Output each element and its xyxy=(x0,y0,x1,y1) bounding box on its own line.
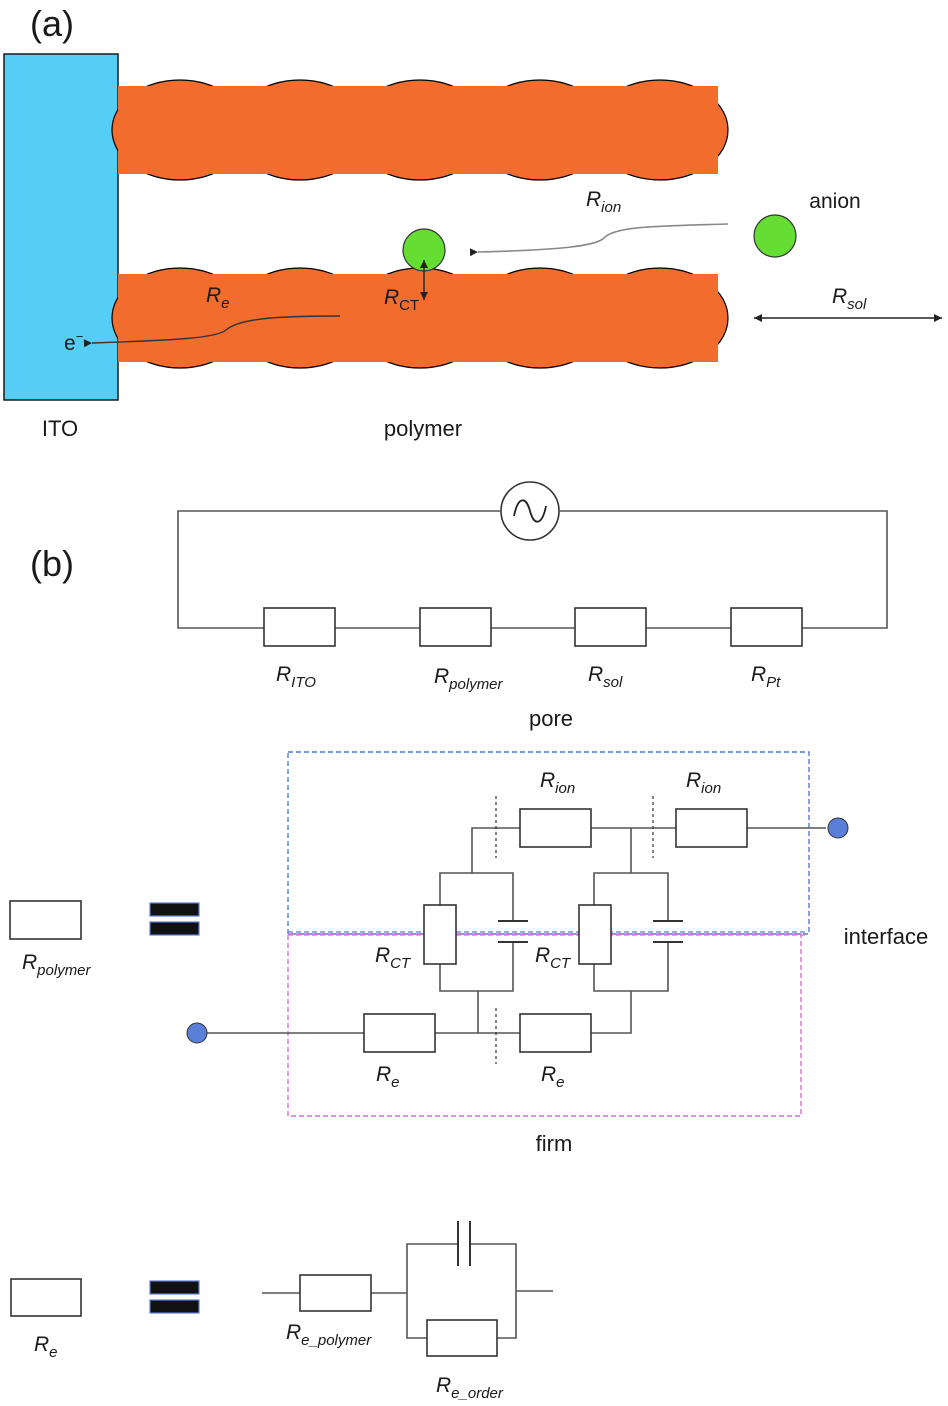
ion-label-1: Rion xyxy=(540,769,575,797)
wire xyxy=(177,510,500,629)
wire xyxy=(593,872,669,920)
resistor-r-ct xyxy=(423,904,457,965)
ct-label-1: RCT xyxy=(375,944,412,972)
equals-icon xyxy=(149,921,200,936)
anion-particle xyxy=(753,214,797,258)
re-def-label: Re xyxy=(34,1333,58,1361)
ito-electrode xyxy=(3,53,119,401)
resistor-r-ion xyxy=(675,808,748,848)
polymer-chain-upper xyxy=(111,79,729,181)
resistor-r-e xyxy=(363,1013,436,1053)
series-label-r-ito: RITO xyxy=(276,663,316,691)
panel-a-label: (a) xyxy=(30,3,74,44)
e-label-1: Re xyxy=(376,1063,400,1091)
ct-label-2: RCT xyxy=(535,944,572,972)
resistor-r-polymer xyxy=(419,607,492,647)
re-def-resistor xyxy=(10,1278,82,1317)
resistor-r-e xyxy=(519,1013,592,1053)
resistor-r-ito xyxy=(263,607,336,647)
equals-icon xyxy=(149,902,200,917)
wire xyxy=(560,510,888,629)
resistor-r-sol xyxy=(574,607,647,647)
resistor-r-ion xyxy=(519,808,592,848)
polymer-fill xyxy=(118,86,718,174)
re-order-label: Re_order xyxy=(436,1374,504,1402)
resistor-re-order xyxy=(426,1319,498,1357)
e-label-2: Re xyxy=(541,1063,565,1091)
wire xyxy=(591,991,632,1034)
series-label-r-pt: RPt xyxy=(751,663,781,691)
electron-path-arrow xyxy=(83,315,341,348)
equals-icon xyxy=(149,1280,200,1295)
transmission-line-circuit xyxy=(186,796,849,1064)
polymer-chain-lower xyxy=(111,267,729,369)
pore-label: pore xyxy=(529,706,573,731)
firm-label: firm xyxy=(536,1131,573,1156)
series-label-r-sol: Rsol xyxy=(588,663,623,691)
interface-label: interface xyxy=(844,924,928,949)
resistor-r-ct xyxy=(578,904,612,965)
terminal-node xyxy=(186,1022,208,1044)
resistor-re-polymer xyxy=(299,1274,372,1312)
wire xyxy=(439,943,514,992)
rpolymer-def-label: Rpolymer xyxy=(22,951,92,979)
anion-label: anion xyxy=(809,190,860,213)
resistor-r-pt xyxy=(730,607,803,647)
ito-label: ITO xyxy=(42,416,78,441)
firm-region-box xyxy=(287,933,802,1117)
polymer-label: polymer xyxy=(384,416,462,441)
ion-label-2: Rion xyxy=(686,769,721,797)
sine-wave-icon xyxy=(513,499,547,523)
series-circuit xyxy=(177,481,888,647)
ion-path-arrow xyxy=(469,223,729,257)
polymer-fill xyxy=(118,274,718,362)
panel-b-label: (b) xyxy=(30,543,74,584)
r-ion-label: Rion xyxy=(586,188,621,216)
re-subcircuit xyxy=(262,1221,553,1357)
r-ct-label: RCT xyxy=(384,286,419,314)
terminal-node xyxy=(827,817,849,839)
r-sol-label: Rsol xyxy=(832,285,867,313)
wire xyxy=(439,872,514,920)
r-e-label: Re xyxy=(206,284,230,312)
electron-label: e− xyxy=(64,329,83,355)
equals-icon xyxy=(149,1299,200,1314)
wire xyxy=(471,827,520,873)
wire xyxy=(406,1243,458,1339)
series-label-r-polymer: Rpolymer xyxy=(434,665,504,693)
re-polymer-label: Re_polymer xyxy=(286,1321,372,1349)
rpolymer-def-resistor xyxy=(9,900,82,940)
